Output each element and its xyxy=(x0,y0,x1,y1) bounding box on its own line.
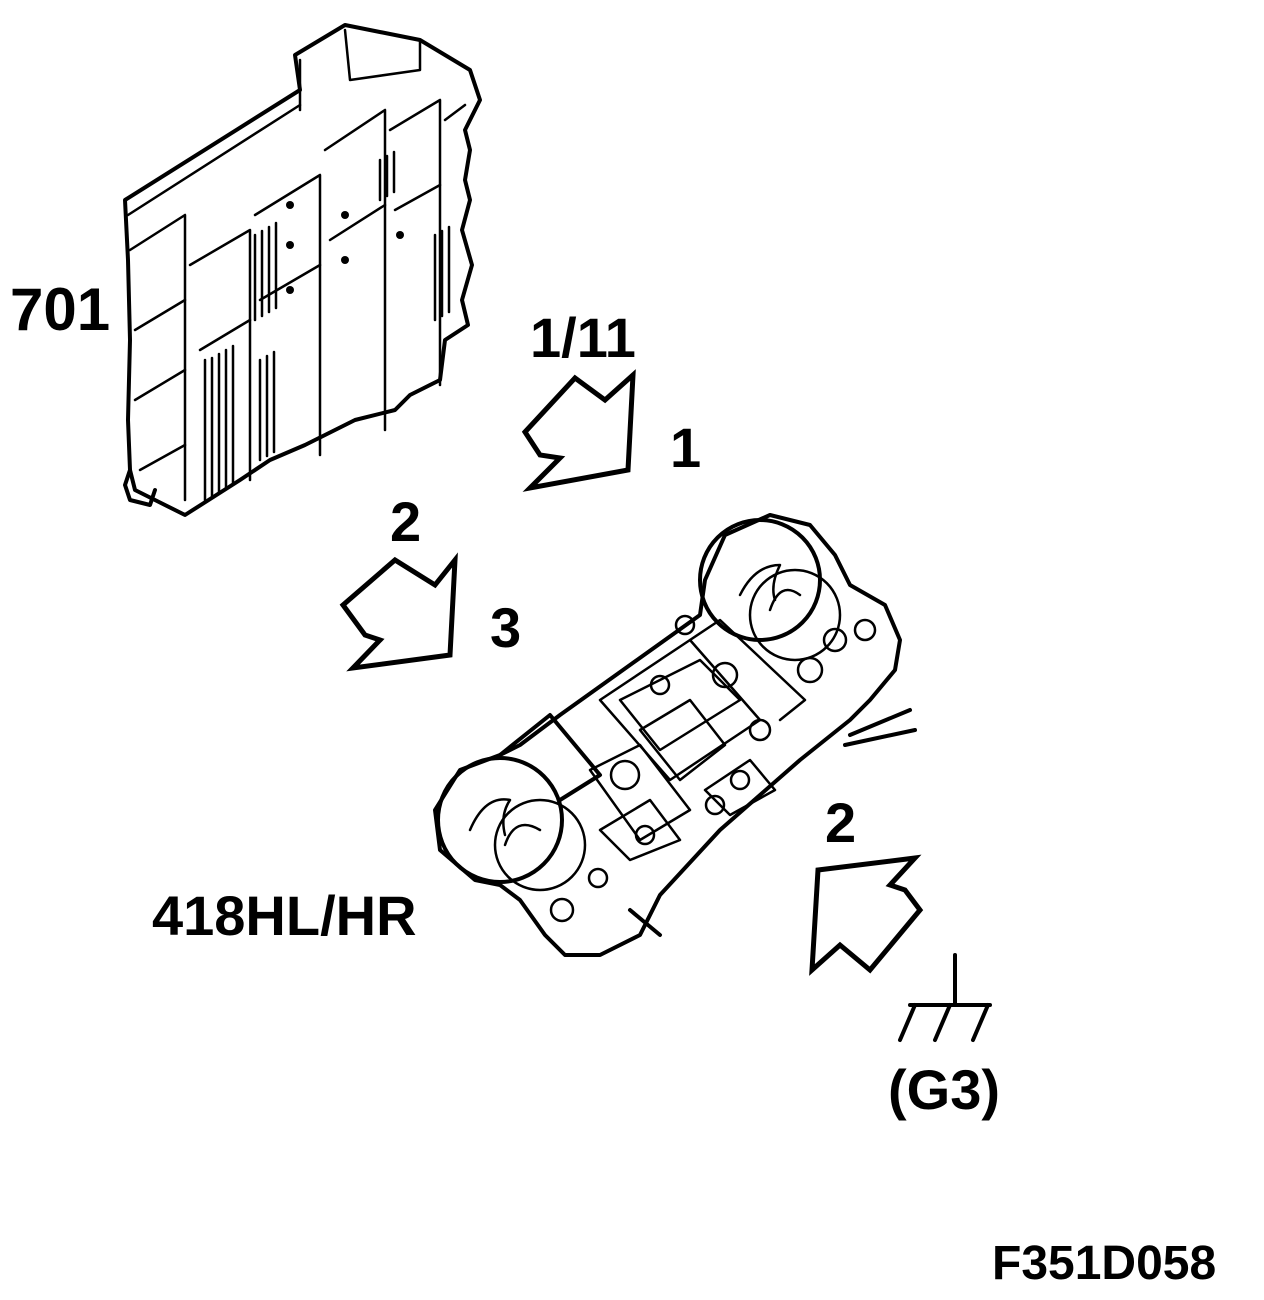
bulb-icon xyxy=(698,518,822,642)
connector-c-label: 2 xyxy=(825,791,857,854)
ground-symbol-icon xyxy=(898,953,992,1042)
pointer-arrow-icon xyxy=(809,854,924,976)
pin-b-label: 3 xyxy=(490,596,522,659)
control-module-icon xyxy=(123,23,482,517)
pointer-arrow-icon xyxy=(339,552,458,672)
bulb-icon xyxy=(436,756,564,884)
lamp-holder-icon xyxy=(433,513,917,957)
module-id-label: 701 xyxy=(10,276,111,343)
connector-a-label: 1/11 xyxy=(530,306,636,369)
pin-a-label: 1 xyxy=(670,416,702,479)
lamp-id-label: 418HL/HR xyxy=(152,884,417,947)
figure-id-label: F351D058 xyxy=(992,1237,1217,1290)
pointer-arrow-icon xyxy=(521,369,636,492)
connector-b-label: 2 xyxy=(390,490,422,553)
ground-id-label: (G3) xyxy=(888,1058,1000,1121)
